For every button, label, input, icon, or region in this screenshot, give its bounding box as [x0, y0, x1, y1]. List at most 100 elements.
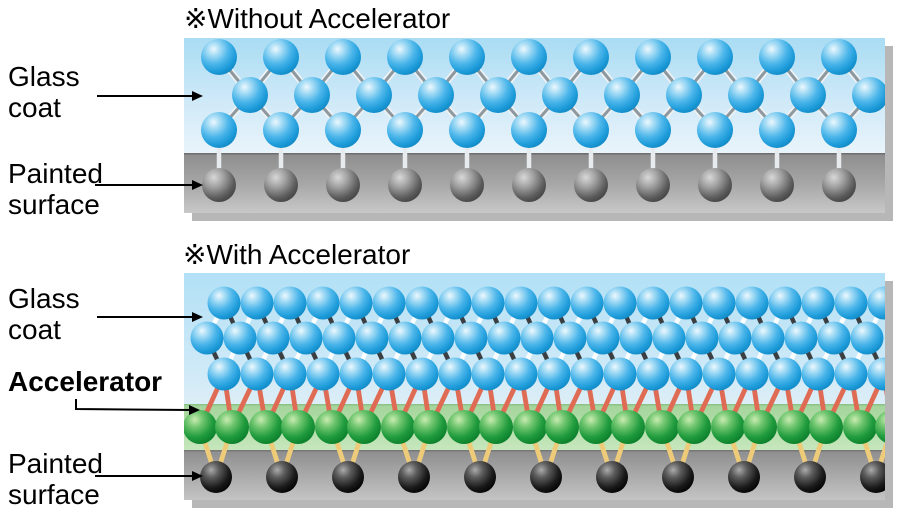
label-painted-surface-top: Painted surface: [8, 158, 103, 220]
accelerator-molecule: [479, 410, 513, 444]
glass-molecule: [619, 321, 653, 355]
accelerator-molecule: [645, 410, 679, 444]
glass-molecule: [685, 321, 719, 355]
glass-molecule: [669, 357, 703, 391]
glass-molecule: [669, 286, 703, 320]
glass-molecule: [728, 77, 764, 113]
glass-molecule: [666, 77, 702, 113]
glass-molecule: [263, 39, 299, 75]
glass-molecule: [263, 112, 299, 148]
glass-molecule: [232, 77, 268, 113]
glass-molecule: [480, 77, 516, 113]
glass-molecule: [735, 357, 769, 391]
with-accelerator-panel-svg: [184, 273, 885, 500]
accelerator-molecule: [743, 410, 777, 444]
paint-molecule: [530, 461, 562, 493]
glass-molecule: [438, 357, 472, 391]
accelerator-molecule: [347, 410, 381, 444]
glass-molecule: [834, 357, 868, 391]
glass-molecule: [449, 112, 485, 148]
paint-molecule: [264, 168, 298, 202]
glass-molecule: [511, 39, 547, 75]
accelerator-molecule: [843, 410, 877, 444]
glass-molecule: [520, 321, 554, 355]
glass-molecule: [850, 321, 884, 355]
paint-molecule: [728, 461, 760, 493]
glass-molecule: [759, 39, 795, 75]
glass-molecule: [405, 357, 439, 391]
glass-molecule: [604, 77, 640, 113]
glass-molecule: [635, 112, 671, 148]
glass-molecule: [718, 321, 752, 355]
paint-molecule: [860, 461, 885, 493]
glass-molecule: [735, 286, 769, 320]
glass-molecule: [867, 286, 885, 320]
glass-molecule: [636, 357, 670, 391]
glass-molecule: [751, 321, 785, 355]
glass-molecule: [801, 357, 835, 391]
glass-molecule: [438, 286, 472, 320]
glass-molecule: [355, 321, 389, 355]
glass-molecule: [487, 321, 521, 355]
glass-molecule: [388, 321, 422, 355]
glass-molecule: [586, 321, 620, 355]
accelerator-molecule: [875, 411, 885, 443]
molecules-group: [184, 286, 885, 493]
glass-molecule: [201, 112, 237, 148]
glass-molecule: [817, 321, 851, 355]
accelerator-molecule: [381, 410, 415, 444]
glass-molecule: [553, 321, 587, 355]
accelerator-molecule: [545, 410, 579, 444]
glass-molecule: [652, 321, 686, 355]
glass-molecule: [240, 357, 274, 391]
title-without-accelerator: ※Without Accelerator: [184, 3, 451, 34]
glass-molecule: [801, 286, 835, 320]
label-painted-surface-bottom: Painted surface: [8, 448, 103, 510]
glass-molecule: [702, 357, 736, 391]
glass-molecule: [702, 286, 736, 320]
accelerator-molecule: [677, 410, 711, 444]
glass-molecule: [294, 77, 330, 113]
paint-molecule: [326, 168, 360, 202]
glass-molecule: [784, 321, 818, 355]
paint-molecule: [698, 168, 732, 202]
paint-molecule: [332, 461, 364, 493]
glass-molecule: [852, 77, 885, 113]
glass-molecule: [207, 357, 241, 391]
accelerator-molecule: [447, 410, 481, 444]
glass-molecule: [240, 286, 274, 320]
paint-molecule: [512, 168, 546, 202]
accelerator-molecule: [249, 410, 283, 444]
paint-molecule: [464, 461, 496, 493]
paint-molecule: [596, 461, 628, 493]
accelerator-molecule: [281, 410, 315, 444]
paint-molecule: [388, 168, 422, 202]
glass-molecule: [454, 321, 488, 355]
accelerator-layer-edge: [184, 404, 885, 406]
glass-molecule: [537, 286, 571, 320]
without-accelerator-panel: [184, 38, 885, 213]
glass-molecule: [603, 357, 637, 391]
paint-molecule: [574, 168, 608, 202]
glass-molecule: [190, 321, 224, 355]
glass-molecule: [339, 357, 373, 391]
glass-molecule: [372, 286, 406, 320]
paint-molecule: [450, 168, 484, 202]
accelerator-molecule: [315, 410, 349, 444]
paint-molecule: [662, 461, 694, 493]
glass-molecule: [418, 77, 454, 113]
glass-molecule: [504, 357, 538, 391]
accelerator-molecule: [579, 410, 613, 444]
glass-molecule: [306, 286, 340, 320]
glass-molecule: [759, 112, 795, 148]
accelerator-molecule: [777, 410, 811, 444]
paint-molecule: [266, 461, 298, 493]
glass-molecule: [223, 321, 257, 355]
glass-molecule: [537, 357, 571, 391]
glass-molecule: [207, 286, 241, 320]
with-accelerator-panel: [184, 273, 885, 500]
title-with-accelerator: ※With Accelerator: [183, 239, 411, 270]
glass-molecule: [449, 39, 485, 75]
label-glass-coat-top: Glass coat: [8, 61, 80, 123]
